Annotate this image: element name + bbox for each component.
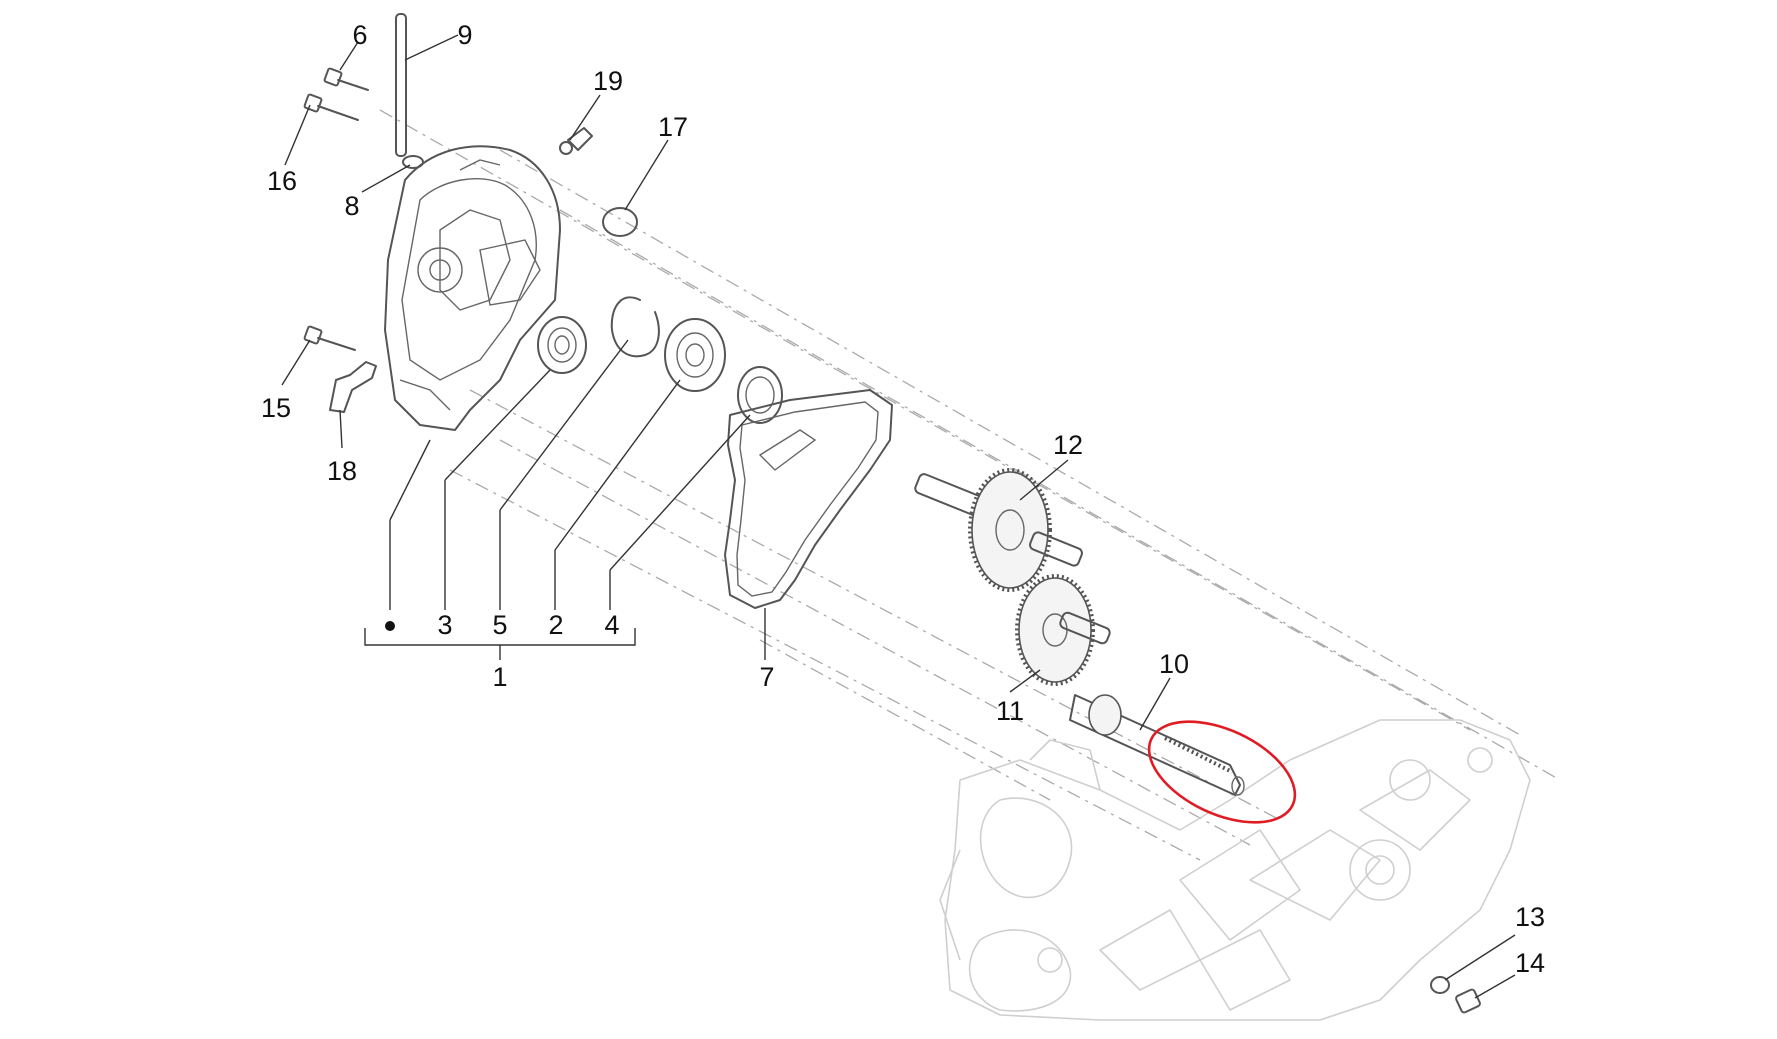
bolt-14 — [1455, 988, 1481, 1014]
plug-17 — [602, 207, 638, 237]
transmission-cover — [384, 145, 561, 431]
circlip-5 — [610, 296, 660, 358]
bolt-6 — [323, 67, 369, 91]
pipe-18 — [329, 361, 377, 413]
callout-2: 2 — [548, 610, 563, 640]
bullet-marker — [385, 621, 395, 631]
pin-9 — [395, 13, 407, 157]
clip-8 — [402, 155, 424, 169]
bolt-15 — [303, 325, 356, 351]
seal-4 — [737, 366, 783, 424]
bolt-16 — [303, 93, 359, 121]
output-shaft-10 — [1069, 694, 1245, 796]
callout-8: 8 — [344, 191, 359, 221]
highlight-circle — [1147, 720, 1297, 824]
callout-17: 17 — [658, 112, 688, 142]
callout-7: 7 — [759, 662, 774, 692]
gear-shaft-11 — [1015, 574, 1111, 686]
callout-10: 10 — [1159, 649, 1189, 679]
callout-4: 4 — [604, 610, 619, 640]
bearing-2 — [664, 318, 726, 392]
assembly-axis-lines — [379, 109, 1561, 861]
crankcase-ghost — [939, 719, 1531, 1021]
callout-9: 9 — [457, 20, 472, 50]
callout-6: 6 — [352, 20, 367, 50]
callout-5: 5 — [492, 610, 507, 640]
callout-11: 11 — [996, 696, 1024, 726]
callout-1: 1 — [492, 662, 507, 692]
leader-lines — [281, 34, 1516, 999]
callout-12: 12 — [1053, 430, 1083, 460]
callout-labels: 6 9 19 17 16 8 15 18 3 5 2 4 1 7 12 11 1… — [261, 20, 1545, 978]
callout-18: 18 — [327, 456, 357, 486]
callout-3: 3 — [437, 610, 452, 640]
callout-14: 14 — [1515, 948, 1545, 978]
callout-16: 16 — [267, 166, 297, 196]
washer-19 — [559, 127, 593, 155]
gasket-7 — [724, 389, 893, 609]
bearing-3 — [537, 316, 587, 374]
washer-13 — [1430, 976, 1450, 994]
callout-19: 19 — [593, 66, 623, 96]
gear-shaft-12 — [914, 468, 1083, 592]
callout-15: 15 — [261, 393, 291, 423]
callout-13: 13 — [1515, 902, 1545, 932]
